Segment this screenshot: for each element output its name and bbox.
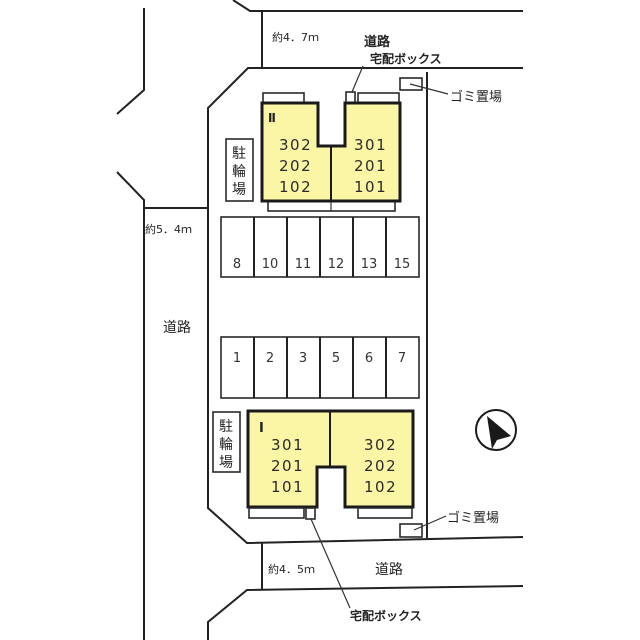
unit-101: 101 xyxy=(354,178,387,196)
unit-302: 302 xyxy=(279,136,312,154)
svg-text:駐: 駐 xyxy=(232,146,246,162)
delivery-box-label-top: 宅配ボックス xyxy=(370,51,442,66)
building-2: Ⅱ 302 202 102 301 201 101 xyxy=(260,91,402,212)
bottom-road-name: 道路 xyxy=(375,562,403,578)
building-2-label: Ⅱ xyxy=(268,111,276,125)
unit-102: 102 xyxy=(279,178,312,196)
delivery-box-top xyxy=(345,91,356,104)
parking-slot-11: 11 xyxy=(295,257,312,272)
left-road-name: 道路 xyxy=(163,320,191,336)
parking-lower-row: 1 2 3 5 6 7 xyxy=(220,336,420,399)
bike-parking-bottom: 駐 輪 場 xyxy=(212,411,241,473)
parking-upper-row: 8 10 11 12 13 15 xyxy=(220,216,420,278)
balcony xyxy=(248,507,305,519)
parking-slot-2: 2 xyxy=(266,351,274,366)
parking-slot-10: 10 xyxy=(262,257,279,272)
parking-slot-6: 6 xyxy=(365,351,373,366)
parking-slot-7: 7 xyxy=(398,351,406,366)
top-road-name: 道路 xyxy=(364,34,391,50)
parking-slot-15: 15 xyxy=(394,257,411,272)
parking-slot-1: 1 xyxy=(233,351,241,366)
garbage-area-bottom xyxy=(399,523,423,538)
top-road-width: 約4．7ｍ xyxy=(272,30,319,44)
unit-302: 302 xyxy=(364,436,397,454)
delivery-box-label-bottom: 宅配ボックス xyxy=(350,608,422,623)
unit-301: 301 xyxy=(271,436,304,454)
bottom-road-width: 約4．5ｍ xyxy=(268,562,315,576)
left-road-width: 約5．4ｍ xyxy=(145,222,192,236)
parking-slot-8: 8 xyxy=(233,257,241,272)
bike-parking-top: 駐 輪 場 xyxy=(225,138,254,202)
unit-202: 202 xyxy=(364,457,397,475)
unit-201: 201 xyxy=(271,457,304,475)
svg-text:輪: 輪 xyxy=(232,163,246,180)
unit-101: 101 xyxy=(271,478,304,496)
unit-202: 202 xyxy=(279,157,312,175)
svg-text:場: 場 xyxy=(219,455,233,471)
parking-slot-13: 13 xyxy=(361,257,378,272)
balcony xyxy=(357,507,413,519)
north-arrow-icon xyxy=(475,409,517,451)
parking-slot-12: 12 xyxy=(328,257,345,272)
unit-301: 301 xyxy=(354,136,387,154)
garbage-label-bottom: ゴミ置場 xyxy=(447,510,499,526)
svg-text:場: 場 xyxy=(232,182,246,198)
road-lines xyxy=(116,0,524,640)
delivery-box-bottom xyxy=(305,507,316,520)
building-1: Ⅰ 301 201 101 302 202 102 xyxy=(246,409,415,520)
parking-slot-3: 3 xyxy=(299,351,307,366)
building-1-label: Ⅰ xyxy=(259,421,264,436)
unit-102: 102 xyxy=(364,478,397,496)
garbage-label-top: ゴミ置場 xyxy=(450,89,502,105)
unit-201: 201 xyxy=(354,157,387,175)
svg-text:駐: 駐 xyxy=(219,419,233,435)
parking-slot-5: 5 xyxy=(332,351,340,366)
svg-text:輪: 輪 xyxy=(219,436,233,453)
